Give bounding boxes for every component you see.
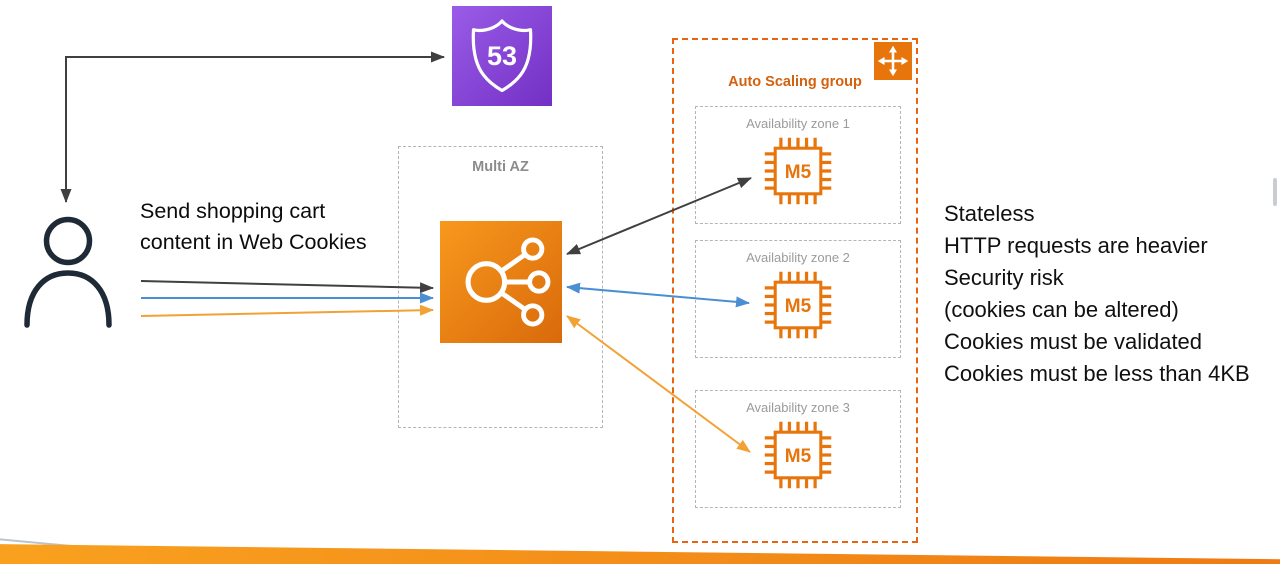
arrow-user-elb-black (140, 280, 434, 294)
instance-type-label: M5 (785, 296, 812, 317)
availability-zone-2-label: Availability zone 2 (746, 250, 850, 265)
availability-zone-1: Availability zone 1 (695, 106, 901, 224)
auto-scaling-icon (874, 42, 912, 80)
instance-type-label: M5 (785, 162, 812, 183)
multi-az-group: Multi AZ (398, 146, 603, 428)
orange-footer-stripe (0, 544, 1280, 564)
note-line: Cookies must be validated (944, 329, 1203, 354)
scrollbar-thumb[interactable] (1273, 178, 1277, 206)
multi-az-label: Multi AZ (472, 159, 529, 175)
ec2-m5-instance-icon: M5 (760, 267, 836, 343)
availability-zone-2: Availability zone 2 (695, 240, 901, 358)
auto-scaling-group-label: Auto Scaling group (728, 74, 862, 90)
load-balancer-icon (440, 221, 562, 343)
notes-text: Stateless HTTP requests are heavier Secu… (944, 198, 1250, 390)
user-icon (18, 210, 118, 330)
arrow-user-to-route53 (65, 51, 445, 202)
note-line: HTTP requests are heavier (944, 233, 1208, 258)
arrow-user-elb-orange (140, 304, 434, 317)
ec2-m5-instance-icon: M5 (760, 133, 836, 209)
availability-zone-3-label: Availability zone 3 (746, 400, 850, 415)
note-line: Cookies must be less than 4KB (944, 361, 1250, 386)
note-line: (cookies can be altered) (944, 297, 1179, 322)
instance-type-label: M5 (785, 446, 812, 467)
availability-zone-1-label: Availability zone 1 (746, 116, 850, 131)
route53-icon: 53 (452, 6, 552, 106)
availability-zone-3: Availability zone 3 (695, 390, 901, 508)
user-caption: Send shopping cart content in Web Cookie… (140, 199, 367, 254)
ec2-m5-instance-icon: M5 (760, 417, 836, 493)
route53-label: 53 (487, 41, 517, 71)
auto-scaling-group: Auto Scaling group Availability zone 1 (672, 38, 918, 543)
slide-footer-decoration (0, 532, 1280, 564)
note-line: Security risk (944, 265, 1064, 290)
note-line: Stateless (944, 201, 1035, 226)
